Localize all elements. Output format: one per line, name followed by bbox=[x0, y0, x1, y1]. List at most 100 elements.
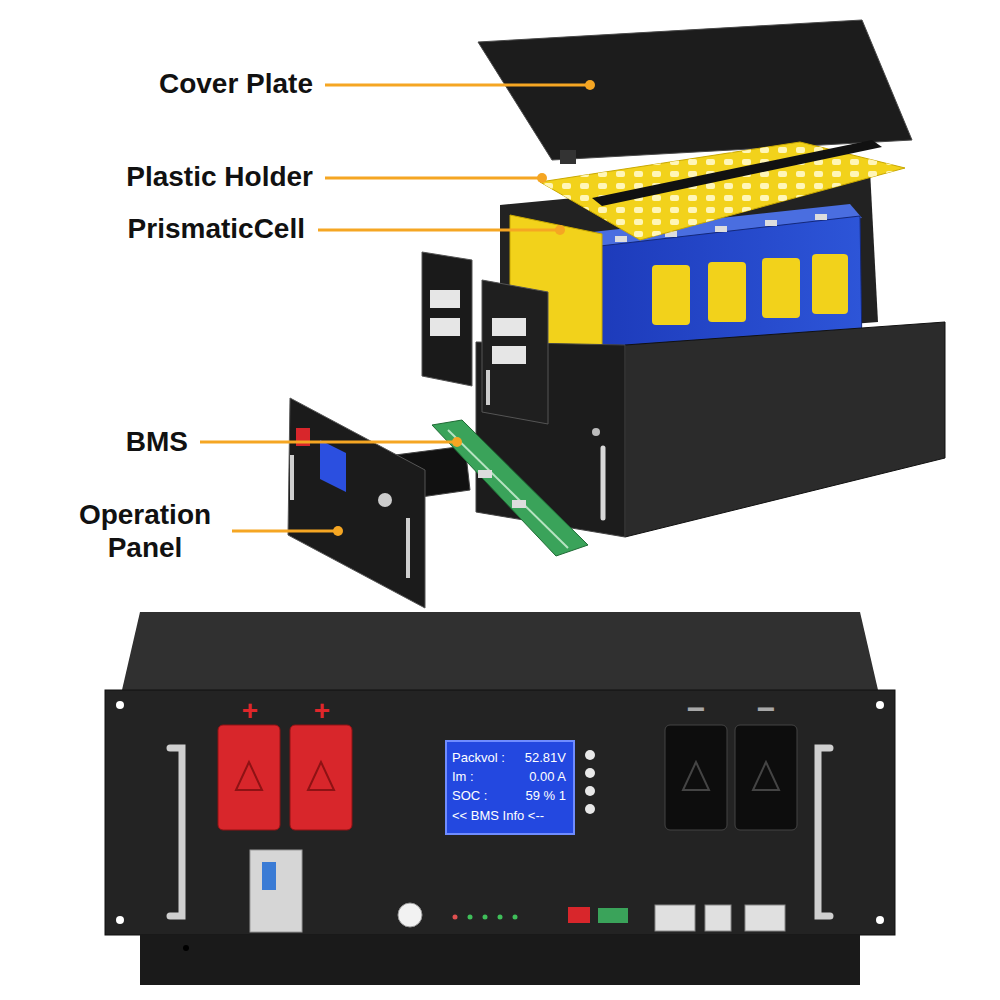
rack-housing bbox=[105, 612, 895, 985]
lcd-reading: 59 % 1 bbox=[526, 788, 566, 803]
operation-panel-part bbox=[320, 440, 346, 492]
power-button bbox=[398, 903, 422, 927]
leader-line bbox=[325, 84, 588, 87]
lcd-reading: Packvol : bbox=[452, 750, 505, 765]
operation-panel-part bbox=[288, 398, 425, 608]
prismatic-cells bbox=[815, 214, 827, 220]
negative-terminal bbox=[735, 725, 797, 830]
rj45-port bbox=[655, 905, 785, 931]
menu-buttons bbox=[585, 786, 595, 796]
rack-housing bbox=[876, 701, 884, 709]
rack-housing bbox=[122, 612, 878, 690]
status-leds bbox=[453, 915, 458, 920]
positive-terminal bbox=[218, 725, 352, 830]
leader-line bbox=[232, 530, 336, 533]
prismatic-cells bbox=[652, 265, 690, 325]
bms-board bbox=[448, 430, 568, 548]
cover-plate bbox=[560, 150, 576, 164]
cover-plate bbox=[478, 20, 912, 164]
polarity-mark: + bbox=[242, 696, 258, 726]
operation-panel-part bbox=[290, 455, 294, 500]
rack-housing bbox=[140, 935, 860, 985]
mid-brackets bbox=[492, 346, 526, 364]
chassis-side bbox=[592, 428, 600, 436]
positive-terminal bbox=[236, 762, 262, 790]
plastic-holder bbox=[540, 142, 905, 240]
leader-line bbox=[325, 177, 540, 180]
operation-panel-part bbox=[378, 493, 392, 507]
lcd-reading: SOC : bbox=[452, 788, 487, 803]
leader-line bbox=[333, 526, 343, 536]
operation-panel-part bbox=[288, 398, 425, 608]
part-label: BMS bbox=[126, 426, 188, 458]
polarity-mark: − bbox=[757, 693, 776, 725]
status-leds bbox=[513, 915, 518, 920]
mid-brackets bbox=[430, 290, 460, 308]
lcd-reading: Im : bbox=[452, 769, 474, 784]
prismatic-cells bbox=[762, 258, 800, 318]
status-leds bbox=[498, 915, 503, 920]
operation-panel-part bbox=[406, 518, 410, 578]
bms-board bbox=[512, 500, 526, 508]
rj45-port bbox=[705, 905, 731, 931]
circuit-breaker bbox=[262, 862, 276, 890]
menu-buttons bbox=[585, 750, 595, 814]
leader-line bbox=[200, 441, 455, 444]
mid-brackets bbox=[422, 252, 548, 424]
mid-brackets bbox=[482, 280, 548, 424]
lcd-reading: 52.81V bbox=[525, 750, 566, 765]
prismatic-cells bbox=[615, 236, 627, 242]
leader-line bbox=[200, 80, 595, 536]
lcd-screen: Packvol : 52.81V Im : 0.00 A SOC : 59 % 1 << B… bbox=[445, 740, 575, 835]
bms-board bbox=[432, 420, 588, 556]
rj45-port bbox=[655, 905, 695, 931]
polarity-mark: − bbox=[687, 693, 706, 725]
leader-line bbox=[585, 80, 595, 90]
plastic-holder bbox=[592, 140, 882, 206]
rack-housing bbox=[876, 916, 884, 924]
dip-switch bbox=[568, 907, 628, 923]
mid-brackets bbox=[486, 370, 490, 405]
status-leds bbox=[453, 915, 518, 920]
chassis-side bbox=[625, 322, 945, 537]
circuit-breaker bbox=[250, 850, 302, 932]
rj45-port bbox=[745, 905, 785, 931]
menu-buttons bbox=[585, 768, 595, 778]
positive-terminal bbox=[218, 725, 280, 830]
circuit-breaker bbox=[250, 850, 302, 932]
part-label: PrismaticCell bbox=[128, 213, 305, 245]
plastic-holder bbox=[540, 140, 905, 240]
negative-terminal bbox=[683, 762, 709, 790]
lcd-reading: 0.00 A bbox=[529, 769, 566, 784]
mid-brackets bbox=[492, 318, 526, 336]
rack-housing bbox=[116, 916, 124, 924]
mid-brackets bbox=[430, 318, 460, 336]
rack-housing bbox=[105, 690, 895, 935]
prismatic-cells bbox=[765, 220, 777, 226]
part-label: Operation Panel bbox=[65, 498, 225, 564]
chassis-side bbox=[601, 448, 606, 518]
prismatic-cells bbox=[708, 262, 746, 322]
negative-terminal bbox=[753, 762, 779, 790]
rack-housing bbox=[116, 701, 124, 709]
mid-brackets bbox=[422, 252, 472, 386]
dip-switch bbox=[568, 907, 590, 923]
bms-board bbox=[478, 470, 492, 478]
positive-terminal bbox=[290, 725, 352, 830]
menu-buttons bbox=[585, 750, 595, 760]
leader-line bbox=[452, 437, 462, 447]
status-leds bbox=[468, 915, 473, 920]
menu-buttons bbox=[585, 804, 595, 814]
cover-plate bbox=[478, 20, 912, 160]
lcd-reading: << BMS Info <-- bbox=[452, 808, 544, 823]
handle bbox=[170, 748, 182, 916]
prismatic-cells bbox=[812, 254, 848, 314]
negative-terminal bbox=[665, 725, 797, 830]
positive-terminal bbox=[308, 762, 334, 790]
leader-line bbox=[537, 173, 547, 183]
negative-terminal bbox=[665, 725, 727, 830]
dip-switch bbox=[598, 908, 628, 923]
polarity-mark: + bbox=[314, 696, 330, 726]
power-button bbox=[398, 903, 422, 927]
